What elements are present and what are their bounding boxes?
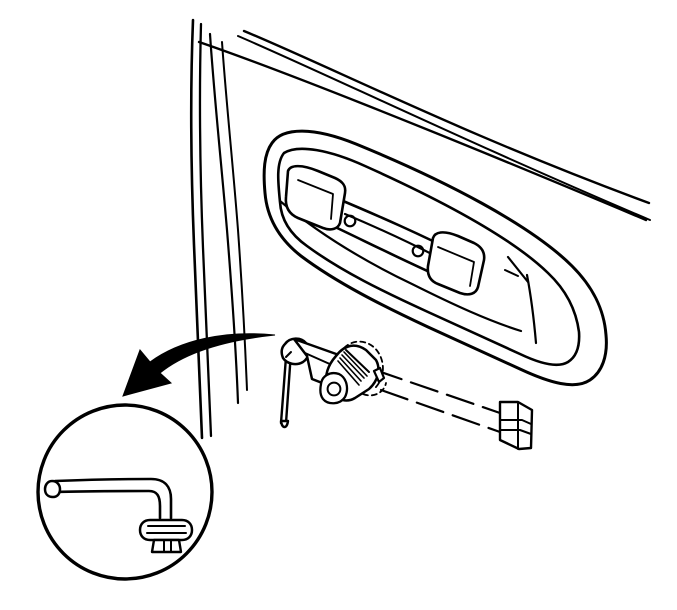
removal-arrow — [122, 333, 276, 397]
installation-guide-line — [373, 368, 502, 434]
door-panel-edge — [189, 18, 651, 440]
detail-magnifier — [36, 403, 214, 581]
door-handle-bezel — [262, 129, 608, 387]
lock-cylinder — [279, 337, 534, 451]
